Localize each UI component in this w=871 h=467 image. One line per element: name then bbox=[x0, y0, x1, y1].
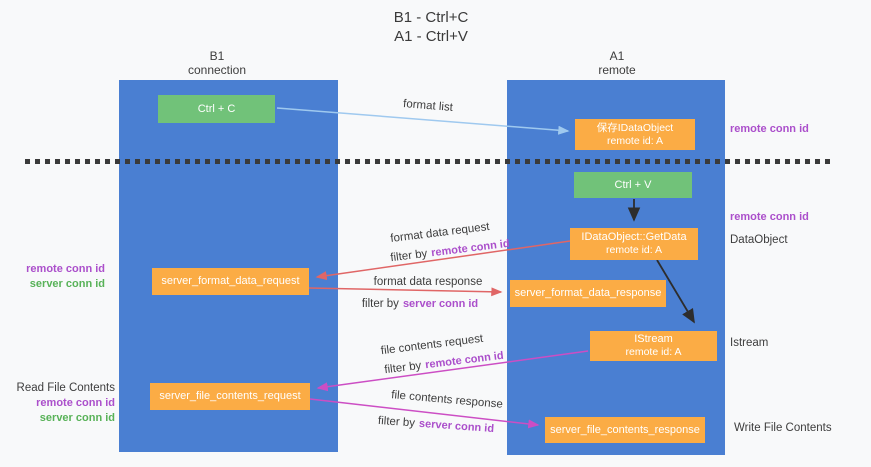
saved-dataobject-line2: remote id: A bbox=[606, 134, 664, 147]
istream-line1: IStream bbox=[634, 333, 673, 345]
arrow-getdata-to-istream bbox=[656, 259, 695, 324]
filter-by-text: filter by bbox=[361, 298, 399, 310]
label-remote-conn-id-left: remote conn id bbox=[26, 263, 105, 275]
label-format-data-response: format data response bbox=[373, 276, 483, 288]
right-lane-header: A1 remote bbox=[598, 49, 635, 77]
saved-dataobject-line1: 保存IDataObject bbox=[596, 121, 674, 134]
filter-by-text: filter by bbox=[377, 414, 416, 430]
arrow-file-contents-request bbox=[316, 350, 589, 392]
ctrl-v-label: Ctrl + V bbox=[614, 178, 652, 191]
arrow-format-list bbox=[276, 107, 570, 135]
node-getdata: IDataObject::GetData remote id: A bbox=[570, 228, 698, 260]
left-lane-header: B1 connection bbox=[188, 49, 246, 77]
ctrl-c-label: Ctrl + C bbox=[197, 102, 236, 115]
right-lane-subtitle: remote bbox=[598, 63, 636, 77]
server-file-contents-request-label: server_file_contents_request bbox=[159, 390, 301, 402]
label-remote-conn-id-top: remote conn id bbox=[730, 123, 809, 135]
node-server-file-contents-response: server_file_contents_response bbox=[545, 417, 705, 443]
label-dataobject: DataObject bbox=[730, 234, 788, 246]
label-remote-conn-id-mid: remote conn id bbox=[730, 211, 809, 223]
diagram-title: B1 - Ctrl+C A1 - Ctrl+V bbox=[394, 8, 469, 46]
label-read-file-contents: Read File Contents bbox=[16, 382, 115, 394]
arrow-file-contents-response bbox=[309, 398, 540, 429]
dashed-separator bbox=[25, 159, 835, 164]
server-conn-id-text: server conn id bbox=[402, 298, 479, 310]
left-lane-subtitle: connection bbox=[187, 63, 247, 77]
label-server-conn-id-left: server conn id bbox=[29, 278, 105, 290]
server-format-data-request-label: server_format_data_request bbox=[161, 275, 300, 287]
left-mid-conn-ids: remote conn id server conn id bbox=[8, 262, 105, 292]
arrow-format-data-request bbox=[315, 240, 571, 281]
label-remote-conn-id-left2: remote conn id bbox=[36, 397, 115, 409]
node-ctrl-c: Ctrl + C bbox=[158, 95, 275, 123]
server-format-data-response-label: server_format_data_response bbox=[514, 287, 662, 299]
title-line-2: A1 - Ctrl+V bbox=[394, 28, 468, 45]
node-istream: IStream remote id: A bbox=[590, 331, 717, 361]
arrow-format-data-response bbox=[308, 287, 503, 297]
node-server-format-data-response: server_format_data_response bbox=[510, 280, 666, 307]
getdata-line1: IDataObject::GetData bbox=[581, 231, 687, 243]
right-lane-title: A1 bbox=[609, 49, 625, 63]
left-bottom-labels: Read File Contents remote conn id server… bbox=[8, 381, 115, 426]
istream-line2: remote id: A bbox=[625, 346, 682, 358]
label-write-file-contents: Write File Contents bbox=[734, 422, 832, 434]
node-ctrl-v: Ctrl + V bbox=[574, 172, 692, 198]
label-istream: Istream bbox=[730, 337, 769, 349]
label-server-conn-id-left2: server conn id bbox=[39, 412, 115, 424]
node-server-format-data-request: server_format_data_request bbox=[152, 268, 309, 295]
left-lane-title: B1 bbox=[209, 49, 225, 63]
server-file-contents-response-label: server_file_contents_response bbox=[550, 423, 700, 436]
node-saved-dataobject: 保存IDataObject remote id: A bbox=[575, 119, 695, 150]
node-server-file-contents-request: server_file_contents_request bbox=[150, 383, 310, 410]
getdata-line2: remote id: A bbox=[605, 244, 663, 256]
title-line-1: B1 - Ctrl+C bbox=[393, 9, 469, 26]
